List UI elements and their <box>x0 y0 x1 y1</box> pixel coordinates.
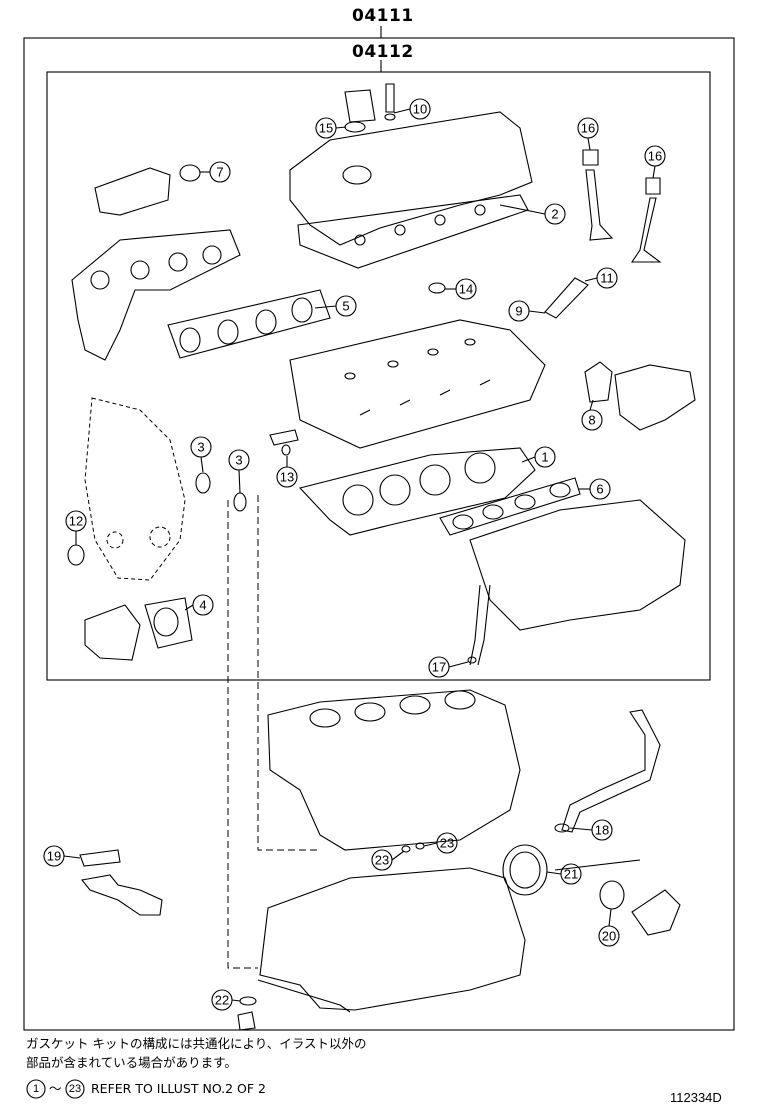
callout-2: 2 <box>544 203 566 225</box>
svg-text:17: 17 <box>432 660 446 675</box>
cylinder-head <box>289 319 546 449</box>
callout-6: 6 <box>589 478 611 500</box>
callout-21: 21 <box>560 863 582 885</box>
svg-text:7: 7 <box>216 165 223 180</box>
callout-15: 15 <box>315 117 337 139</box>
callout-19: 19 <box>43 845 65 867</box>
svg-text:23: 23 <box>375 853 389 868</box>
rear-oil-seal <box>502 844 548 896</box>
svg-text:19: 19 <box>47 849 61 864</box>
svg-text:23: 23 <box>440 836 454 851</box>
callout-16b: 16 <box>644 145 666 167</box>
callout-13: 13 <box>276 466 298 488</box>
svg-text:10: 10 <box>413 102 427 117</box>
water-pump <box>84 597 193 661</box>
svg-text:13: 13 <box>280 470 294 485</box>
callout-12: 12 <box>65 510 87 532</box>
svg-text:21: 21 <box>564 867 578 882</box>
svg-text:3: 3 <box>235 453 242 468</box>
callout-16a: 16 <box>577 117 599 139</box>
svg-text:15: 15 <box>319 121 333 136</box>
inner-kit-frame <box>46 71 711 681</box>
outer-kit-frame <box>23 37 735 1031</box>
valves <box>582 149 662 263</box>
water-inlet-pipe <box>561 709 661 833</box>
inner-kit-number: 04112 <box>352 42 414 62</box>
callout-23b: 23 <box>436 832 458 854</box>
exhaust-manifold <box>71 164 331 361</box>
fuel-injector <box>544 277 589 319</box>
svg-text:2: 2 <box>551 207 558 222</box>
outer-kit-number: 04111 <box>352 6 414 26</box>
cylinder-block <box>267 689 521 851</box>
svg-text:23: 23 <box>69 1083 81 1095</box>
svg-text:16: 16 <box>648 149 662 164</box>
callout-11: 11 <box>596 267 618 289</box>
leader-lines <box>63 108 656 1002</box>
svg-text:14: 14 <box>459 282 473 297</box>
intake-manifold-gasket <box>439 477 581 536</box>
svg-text:1: 1 <box>33 1083 39 1095</box>
svg-text:1: 1 <box>541 450 548 465</box>
svg-text:5: 5 <box>342 299 349 314</box>
refer-separator: ～ <box>49 1081 62 1096</box>
dashed-leader-gasket-3a <box>227 500 258 969</box>
oil-seal-12 <box>67 544 85 566</box>
cylinder-head-cover <box>289 83 533 269</box>
o-ring-3b <box>233 492 247 512</box>
callout-3a: 3 <box>190 436 212 458</box>
callout-3b: 3 <box>228 449 250 471</box>
japanese-note-line-1: ガスケット キットの構成には共通化により、イラスト以外の <box>26 1036 367 1051</box>
callout-7: 7 <box>209 161 231 183</box>
callout-8: 8 <box>581 409 603 431</box>
svg-text:11: 11 <box>600 271 614 286</box>
svg-text:22: 22 <box>215 993 229 1008</box>
svg-text:3: 3 <box>197 440 204 455</box>
callout-4: 4 <box>192 594 214 616</box>
svg-text:9: 9 <box>515 304 522 319</box>
drawing-id: 112334D <box>670 1090 722 1105</box>
callout-23a: 23 <box>371 849 393 871</box>
cylinder-head-gasket <box>298 447 536 536</box>
intake-manifold <box>469 499 686 631</box>
oil-pan <box>257 867 526 1013</box>
svg-text:20: 20 <box>602 929 616 944</box>
svg-text:4: 4 <box>199 598 206 613</box>
dashed-leader-gasket-3b <box>257 495 318 851</box>
refer-note: REFER TO ILLUST NO.2 OF 2 <box>91 1081 266 1096</box>
svg-text:6: 6 <box>596 482 603 497</box>
svg-text:12: 12 <box>69 514 83 529</box>
front-oil-seal <box>599 880 625 910</box>
timing-chain-cover <box>84 397 186 581</box>
callout-22: 22 <box>211 989 233 1011</box>
callout-17: 17 <box>428 656 450 678</box>
plug-14 <box>428 282 446 294</box>
svg-text:16: 16 <box>581 121 595 136</box>
thermostat-housing <box>584 361 696 431</box>
callout-10: 10 <box>409 98 431 120</box>
callout-1: 1 <box>534 446 556 468</box>
water-outlet <box>631 889 681 936</box>
callout-5: 5 <box>335 295 357 317</box>
refer-end-circle: 23 <box>65 1079 85 1099</box>
svg-text:18: 18 <box>595 823 609 838</box>
callout-18: 18 <box>591 819 613 841</box>
callout-20: 20 <box>598 925 620 947</box>
callout-9: 9 <box>508 300 530 322</box>
o-ring-3a <box>195 472 211 494</box>
japanese-note-line-2: 部品が含まれている場合があります。 <box>26 1055 237 1070</box>
refer-start-circle: 1 <box>26 1079 46 1099</box>
callout-14: 14 <box>455 278 477 300</box>
svg-text:8: 8 <box>588 413 595 428</box>
